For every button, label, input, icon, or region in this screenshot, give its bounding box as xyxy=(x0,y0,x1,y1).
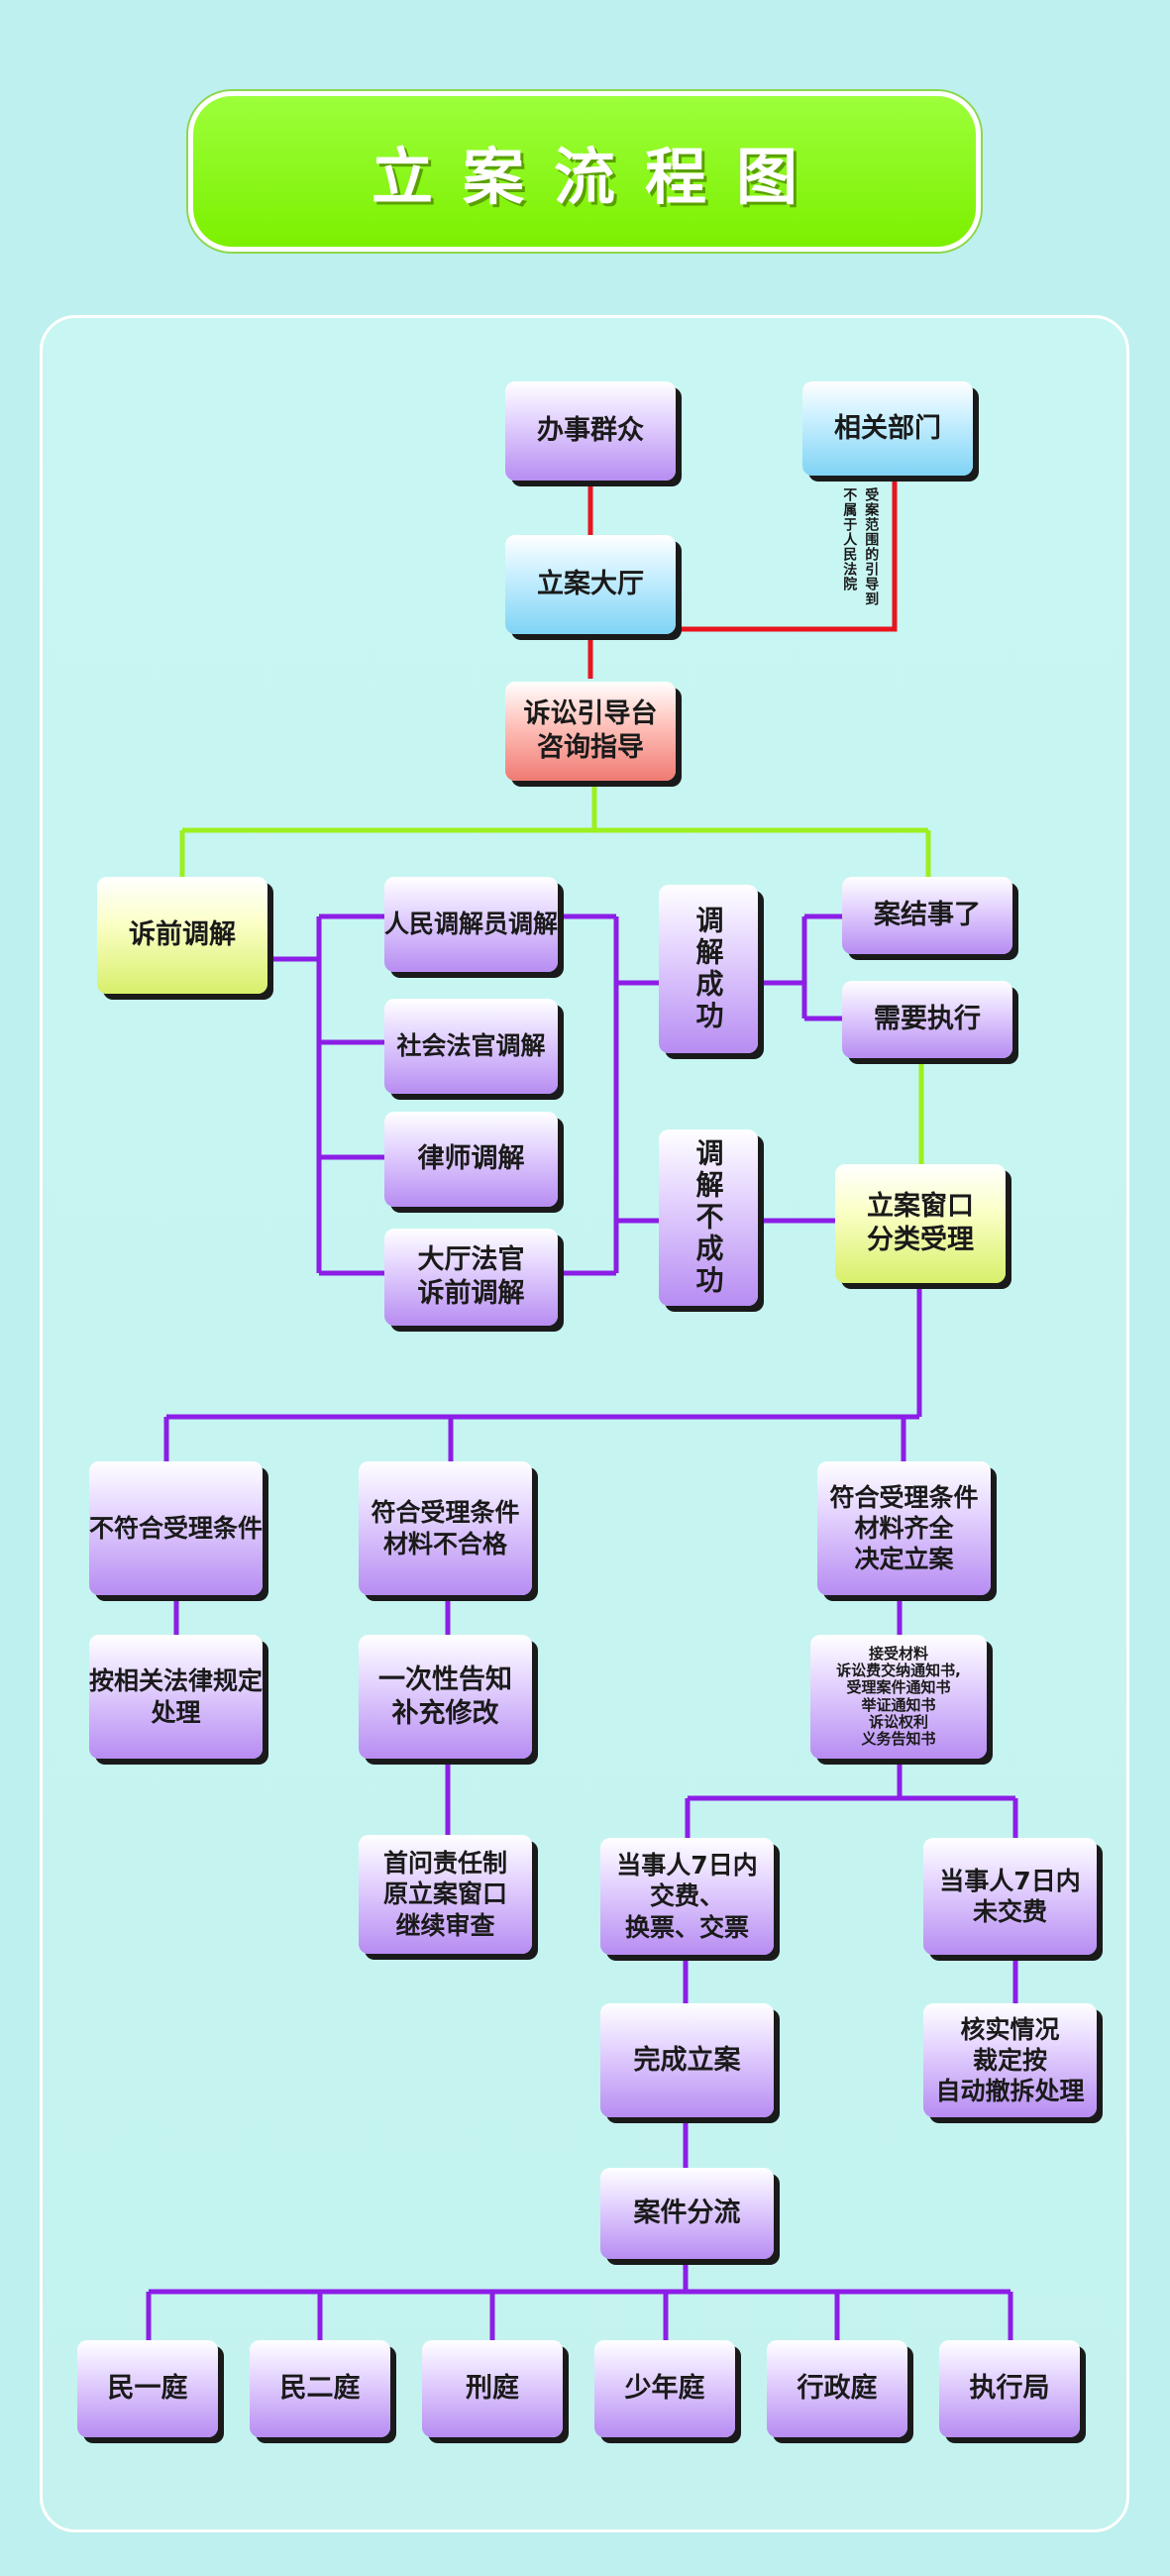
node-lian-dating: 立案大厅 xyxy=(505,535,676,634)
node-weijiaofei-7ri: 当事人7日内 未交费 xyxy=(923,1838,1097,1955)
node-anjie-shiliao: 案结事了 xyxy=(842,877,1012,954)
node-renmin-tiaojieyuan: 人民调解员调解 xyxy=(384,877,558,972)
node-fuhe-buhege: 符合受理条件 材料不合格 xyxy=(359,1461,532,1595)
green-connectors xyxy=(179,780,931,1164)
node-tiaojie-bu-chenggong: 调解不成功 xyxy=(659,1129,758,1306)
red-connectors xyxy=(587,474,898,679)
node-jieshou-cailiao: 接受材料 诉讼费交纳通知书, 受理案件通知书 举证通知书 诉讼权利 义务告知书 xyxy=(810,1635,987,1759)
node-jiaofei-7ri: 当事人7日内 交费、 换票、交票 xyxy=(600,1838,774,1955)
guidance-note-2: 受案范围的引导到 xyxy=(863,487,880,606)
node-zhixing-ju: 执行局 xyxy=(939,2340,1080,2437)
node-fuhe-qiquan: 符合受理条件 材料齐全 决定立案 xyxy=(817,1461,991,1595)
node-lian-chuangkou: 立案窗口 分类受理 xyxy=(835,1164,1006,1283)
node-shaonian-ting: 少年庭 xyxy=(594,2340,735,2437)
node-anjian-fenliu: 案件分流 xyxy=(600,2168,774,2259)
title-banner: 立案流程图 xyxy=(188,91,981,252)
node-susong-yindaotai: 诉讼引导台 咨询指导 xyxy=(505,682,676,781)
node-xuyao-zhixing: 需要执行 xyxy=(842,981,1012,1058)
node-xing-ting: 刑庭 xyxy=(422,2340,563,2437)
node-heshi-qingkuang: 核实情况 裁定按 自动撤拆处理 xyxy=(923,2003,1097,2117)
node-lvshi-tiaojie: 律师调解 xyxy=(384,1112,558,1207)
node-xiangguan-bumen: 相关部门 xyxy=(802,381,973,476)
node-shouwen-zeren: 首问责任制 原立案窗口 继续审查 xyxy=(359,1835,532,1954)
node-dating-faguan: 大厅法官 诉前调解 xyxy=(384,1229,558,1326)
node-falv-chuli: 按相关法律规定 处理 xyxy=(89,1635,263,1759)
guidance-note-1: 不属于人民法院 xyxy=(841,487,858,591)
node-yici-gaozhi: 一次性告知 补充修改 xyxy=(359,1635,532,1759)
node-banshi-qunzhong: 办事群众 xyxy=(505,381,676,481)
purple-connectors xyxy=(146,913,1018,2340)
node-wancheng-lian: 完成立案 xyxy=(600,2003,774,2117)
node-miner-ting: 民二庭 xyxy=(250,2340,390,2437)
node-minyi-ting: 民一庭 xyxy=(77,2340,218,2437)
page-title: 立案流程图 xyxy=(371,141,827,213)
node-suqian-tiaojie: 诉前调解 xyxy=(97,877,267,994)
node-xingzheng-ting: 行政庭 xyxy=(767,2340,907,2437)
node-bufuhe-tiaojian: 不符合受理条件 xyxy=(89,1461,263,1595)
node-tiaojie-chenggong: 调解成功 xyxy=(659,885,758,1053)
node-shehui-faguan: 社会法官调解 xyxy=(384,999,558,1094)
